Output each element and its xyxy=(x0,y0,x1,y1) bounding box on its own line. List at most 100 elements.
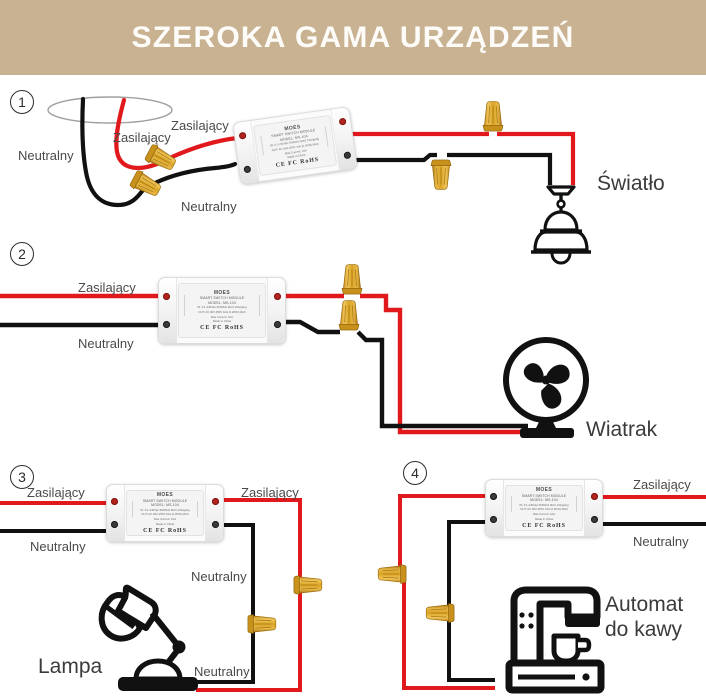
wire-nut-icon xyxy=(143,142,179,175)
wire-label-neutral: Neutralny xyxy=(191,569,247,584)
wire-nut-icon xyxy=(430,159,452,190)
wire-nut-icon xyxy=(377,564,407,584)
module-spec-4: Made in China xyxy=(534,516,554,521)
module-endcap-left xyxy=(107,485,125,541)
module-spec-2: OUT: AC 90V-250V 10A (2.2KW) MAX xyxy=(198,309,246,314)
wire-nut-icon xyxy=(425,603,455,623)
wire-label-live: Zasilający xyxy=(113,130,171,145)
live-wire-to-fan-b xyxy=(360,293,530,435)
neutral-wire-to-lamp-a xyxy=(222,523,255,617)
page-title: SZEROKA GAMA URZĄDZEŃ xyxy=(131,20,575,54)
step-1-wiring xyxy=(47,96,591,265)
module-certifications: CE FC RoHS xyxy=(522,522,566,529)
module-terminal-live-in xyxy=(111,498,118,505)
module-certifications: CE FC RoHS xyxy=(143,527,187,534)
module-certifications: CE FC RoHS xyxy=(200,325,244,332)
wire-nut-icon xyxy=(293,575,323,595)
step-number-4: 4 xyxy=(403,461,427,485)
module-terminal-live-out xyxy=(212,498,219,505)
module-endcap-left xyxy=(159,278,177,343)
step-4-wiring xyxy=(377,494,706,694)
module-spec-4: Made in China xyxy=(155,521,175,526)
ceiling-junction-box xyxy=(47,96,173,124)
module-model: MODEL: MS-104 xyxy=(151,503,179,508)
wire-label-neutral: Neutralny xyxy=(18,148,74,163)
module-brand: MOES xyxy=(535,487,553,494)
fan-icon xyxy=(503,337,589,438)
wire-label-neutral: Neutralny xyxy=(78,336,134,351)
module-certifications: CE FC RoHS xyxy=(275,157,320,170)
module-terminal-neutral-in xyxy=(163,321,170,328)
wire-label-live: Zasilający xyxy=(241,485,299,500)
module-product: SMART SWITCH MODULE xyxy=(142,498,188,503)
module-endcap-right xyxy=(584,480,602,536)
module-terminal-live-out xyxy=(274,293,281,300)
module-label-panel: MOES SMART SWITCH MODULE MODEL: MS-104 I… xyxy=(178,283,266,338)
module-label-panel: MOES SMART SWITCH MODULE MODEL: MS-104 I… xyxy=(505,485,583,531)
smart-switch-module-2: MOES SMART SWITCH MODULE MODEL: MS-104 I… xyxy=(158,277,286,344)
live-wire-to-coffee-b xyxy=(402,582,495,690)
module-terminal-neutral-in xyxy=(111,521,118,528)
smart-switch-module-3: MOES SMART SWITCH MODULE MODEL: MS-104 I… xyxy=(106,484,224,542)
wire-label-live: Zasilający xyxy=(78,280,136,295)
device-label-fan: Wiatrak xyxy=(586,418,658,441)
live-wire-to-light-b xyxy=(497,131,576,185)
module-spec-1: IN: 0.1-240Vac 50/60Hz MAX 10A/gang xyxy=(197,305,247,310)
wire-label-neutral: Neutralny xyxy=(30,539,86,554)
module-model: MODEL: MS-104 xyxy=(530,498,558,503)
step-3-wiring xyxy=(0,498,323,692)
module-terminal-neutral-out xyxy=(490,516,497,523)
page-header: SZEROKA GAMA URZĄDZEŃ xyxy=(0,0,706,75)
wire-nut-icon xyxy=(128,168,164,201)
wire-label-neutral: Neutralny xyxy=(633,534,689,549)
module-spec-3: Max Current: 10A xyxy=(533,512,555,517)
live-wire-to-lamp-a xyxy=(222,498,302,578)
wire-label-neutral: Neutralny xyxy=(194,664,250,679)
module-brand: MOES xyxy=(156,492,174,499)
neutral-wire-to-coffee-b xyxy=(447,621,495,682)
live-wire-to-lamp-b xyxy=(196,592,302,692)
module-spec-1: IN: 0.1-240Vac 50/60Hz MAX 10A/gang xyxy=(519,502,569,507)
module-spec-3: Max Current: 10A xyxy=(154,517,176,522)
neutral-wire-to-fan-a xyxy=(284,319,340,335)
module-brand: MOES xyxy=(213,289,231,296)
module-endcap-right xyxy=(205,485,223,541)
wire-label-live: Zasilający xyxy=(171,118,229,133)
step-number-1: 1 xyxy=(10,90,34,114)
wire-label-live: Zasilający xyxy=(27,485,85,500)
pendant-light-icon xyxy=(531,185,591,265)
module-endcap-right xyxy=(267,278,285,343)
live-wire-in-1 xyxy=(114,97,160,171)
neutral-wire-out-1 xyxy=(152,161,238,186)
module-spec-2: OUT: AC 90V-250V 10A (2.2KW) MAX xyxy=(520,507,568,512)
module-product: SMART SWITCH MODULE xyxy=(199,296,245,301)
wire-nut-icon xyxy=(338,300,360,331)
module-label-panel: MOES SMART SWITCH MODULE MODEL: MS-104 I… xyxy=(126,490,204,536)
neutral-wire-to-coffee-a xyxy=(447,520,487,606)
module-terminal-live-in xyxy=(591,493,598,500)
live-wire-to-coffee-a xyxy=(398,494,487,567)
module-terminal-neutral-out xyxy=(274,321,281,328)
module-spec-3: Max Current: 10A xyxy=(211,314,233,319)
step-number-3: 3 xyxy=(10,465,34,489)
module-spec-1: IN: 0.1-240Vac 50/60Hz MAX 10A/gang xyxy=(140,507,190,512)
module-spec-4: Made in China xyxy=(212,319,232,324)
neutral-wire-in-1 xyxy=(80,96,146,208)
wire-nut-icon xyxy=(247,614,277,634)
module-terminal-neutral-in xyxy=(591,516,598,523)
device-label-light: Światło xyxy=(597,172,665,195)
wire-nut-icon xyxy=(341,264,363,295)
wire-nut-icon xyxy=(482,101,504,132)
neutral-wire-to-lamp-b xyxy=(196,632,255,684)
desk-lamp-icon xyxy=(98,584,198,691)
neutral-wire-to-light-b xyxy=(447,152,553,185)
device-label-coffee-line1: Automat xyxy=(605,593,684,616)
wire-label-live: Zasilający xyxy=(633,477,691,492)
module-terminal-neutral-out xyxy=(212,521,219,528)
module-product: SMART SWITCH MODULE xyxy=(521,493,567,498)
device-label-coffee-line2: do kawy xyxy=(605,618,683,641)
device-label-lamp: Lampa xyxy=(38,655,103,678)
module-terminal-live-in xyxy=(163,293,170,300)
